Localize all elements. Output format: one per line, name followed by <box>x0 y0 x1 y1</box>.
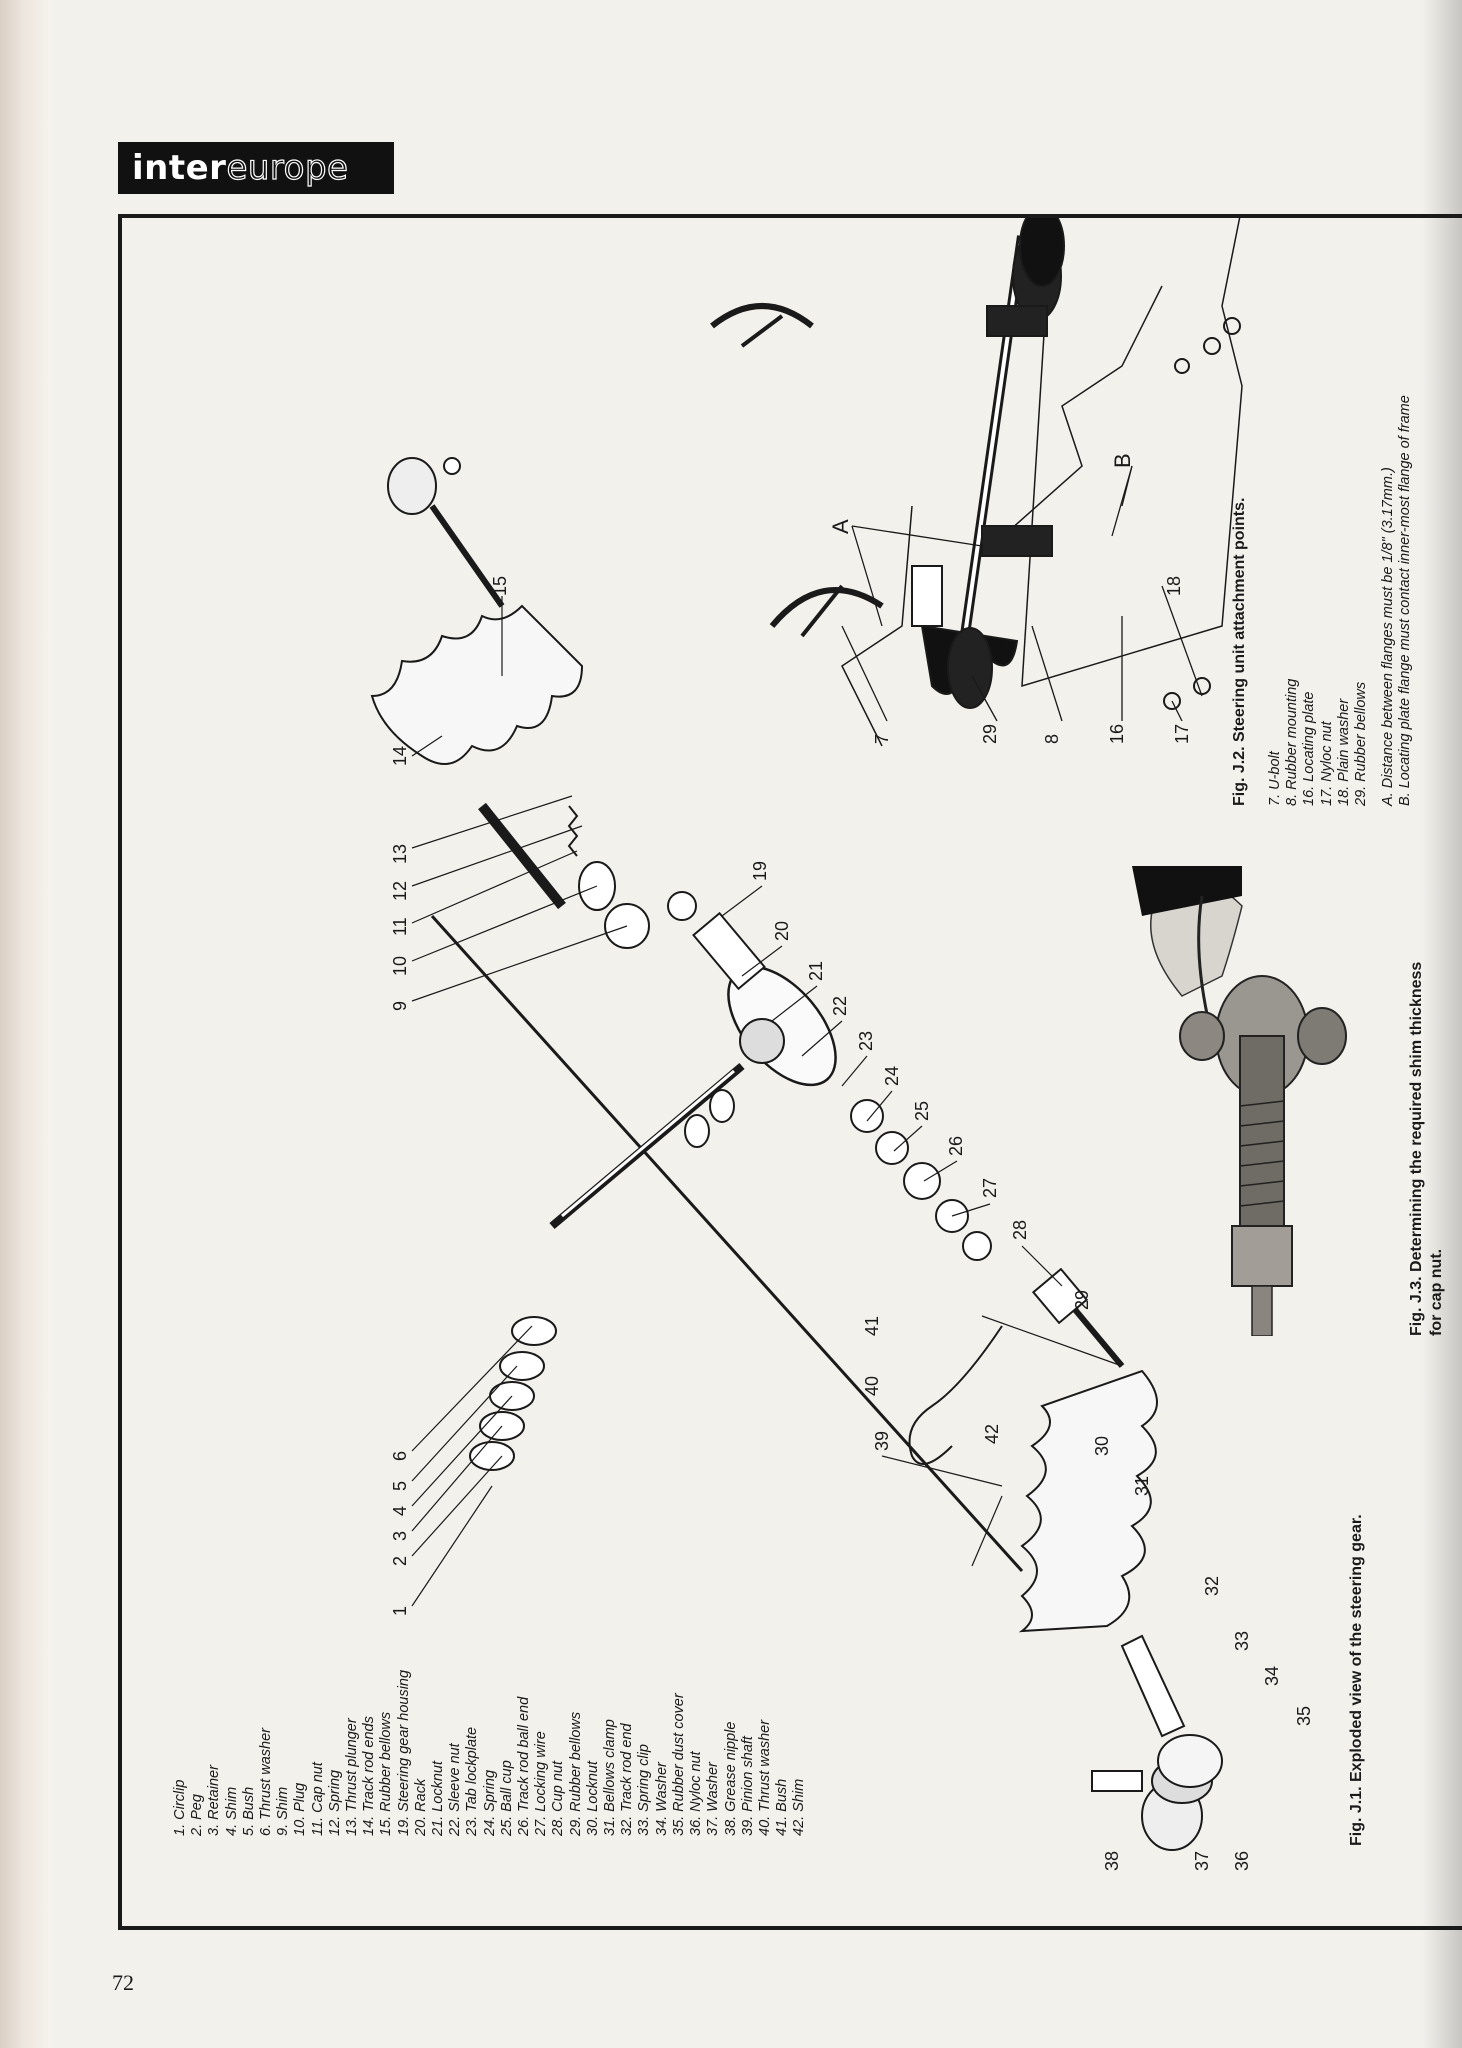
page-curl-shadow <box>1422 0 1462 2048</box>
rotated-figure-panel: 1 2 3 4 5 6 9 10 11 12 13 14 15 19 20 21… <box>122 218 1462 1926</box>
j2-letter-b: B <box>1110 453 1135 468</box>
page-binding-edge <box>0 0 52 2048</box>
fig-j2-note-b: B. Locating plate flange must contact in… <box>1397 395 1414 806</box>
fig-j2-note-a: A. Distance between flanges must be 1/8"… <box>1380 467 1397 806</box>
fig-j2-legend-item: 7. U-bolt <box>1267 751 1283 806</box>
page-number: 72 <box>112 1970 134 1995</box>
rubber-bellows-left <box>1018 1369 1158 1633</box>
fig-j3-caption-line1: Fig. J.3. Determining the required shim … <box>1408 961 1425 1336</box>
j2-callout-7: 7 <box>872 733 892 744</box>
steering-attachment-drawing <box>710 218 1243 747</box>
figure-frame <box>118 214 1462 1930</box>
fig-j3-caption: Fig. J.3. Determining the required shim … <box>1407 962 1447 1336</box>
j2-callout-17: 17 <box>1172 723 1192 744</box>
fig-j2-legend-item: 16. Locating plate <box>1301 691 1318 806</box>
j2-callout-18: 18 <box>1164 575 1184 596</box>
fig-j2-caption: Fig. J.2. Steering unit attachment point… <box>1231 497 1248 806</box>
j2-letter-a: A <box>828 519 853 534</box>
steering-gear-exploded-drawing <box>370 457 1223 1851</box>
logo-text-bold: inter <box>132 148 227 188</box>
fig-j3-caption-line2: for cap nut. <box>1428 1248 1445 1336</box>
steering-gear-housing <box>692 911 837 1087</box>
logo-text-outline: europe <box>226 147 349 188</box>
fig-j2-legend-item: 17. Nyloc nut <box>1318 721 1335 806</box>
fig-j2-legend-item: 18. Plain washer <box>1335 698 1352 806</box>
j2-callout-8: 8 <box>1042 733 1062 744</box>
shim-measurement-photo <box>1122 856 1392 1336</box>
fig-j2-legend-item: 29. Rubber bellows <box>1353 681 1370 806</box>
j2-callout-16: 16 <box>1107 723 1127 744</box>
rubber-bellows-right <box>370 604 584 765</box>
j2-callout-29: 29 <box>980 723 1000 744</box>
fig-j2-legend-item: 8. Rubber mounting <box>1284 678 1301 806</box>
